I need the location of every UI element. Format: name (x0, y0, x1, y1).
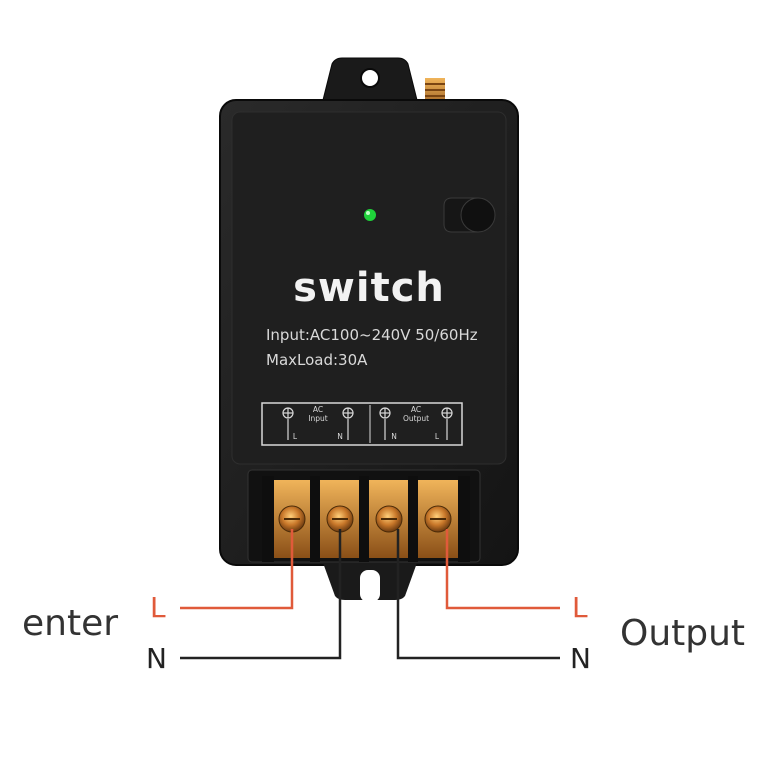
wire-live-input (180, 529, 294, 610)
device-face (231, 111, 507, 465)
wire-neutral-input (180, 529, 342, 660)
terminal-pin-label: N (391, 432, 397, 441)
terminal-pin-label: L (292, 432, 298, 441)
output-neutral-label: N (570, 642, 591, 675)
terminal-group-output-ac: AC (410, 405, 422, 414)
terminal-group-input-ac: AC (312, 405, 324, 414)
status-led-icon (364, 209, 376, 221)
mounting-slot-bottom (360, 570, 380, 602)
terminal-dividers (262, 476, 470, 562)
device-title: switch (293, 265, 445, 311)
terminal-pin-label: L (434, 432, 440, 441)
terminal-label-panel (261, 402, 463, 446)
wire-neutral-output (396, 529, 560, 660)
terminal-pin-symbols (282, 407, 453, 440)
input-side-label: enter (22, 603, 119, 644)
output-side-label: Output (620, 613, 746, 654)
learn-button[interactable] (443, 197, 496, 233)
terminal-screws (278, 505, 452, 533)
input-neutral-label: N (146, 642, 167, 675)
mounting-hole-top (360, 68, 380, 88)
wire-live-output (445, 529, 560, 610)
input-spec-text: Input:AC100~240V 50/60Hz (266, 326, 478, 344)
terminal-pin-label: N (337, 432, 343, 441)
max-load-text: MaxLoad:30A (266, 351, 368, 369)
input-live-label: L (150, 591, 166, 624)
terminal-group-output-name: Output (402, 414, 430, 423)
output-live-label: L (572, 591, 588, 624)
terminal-group-input-name: Input (308, 414, 328, 423)
